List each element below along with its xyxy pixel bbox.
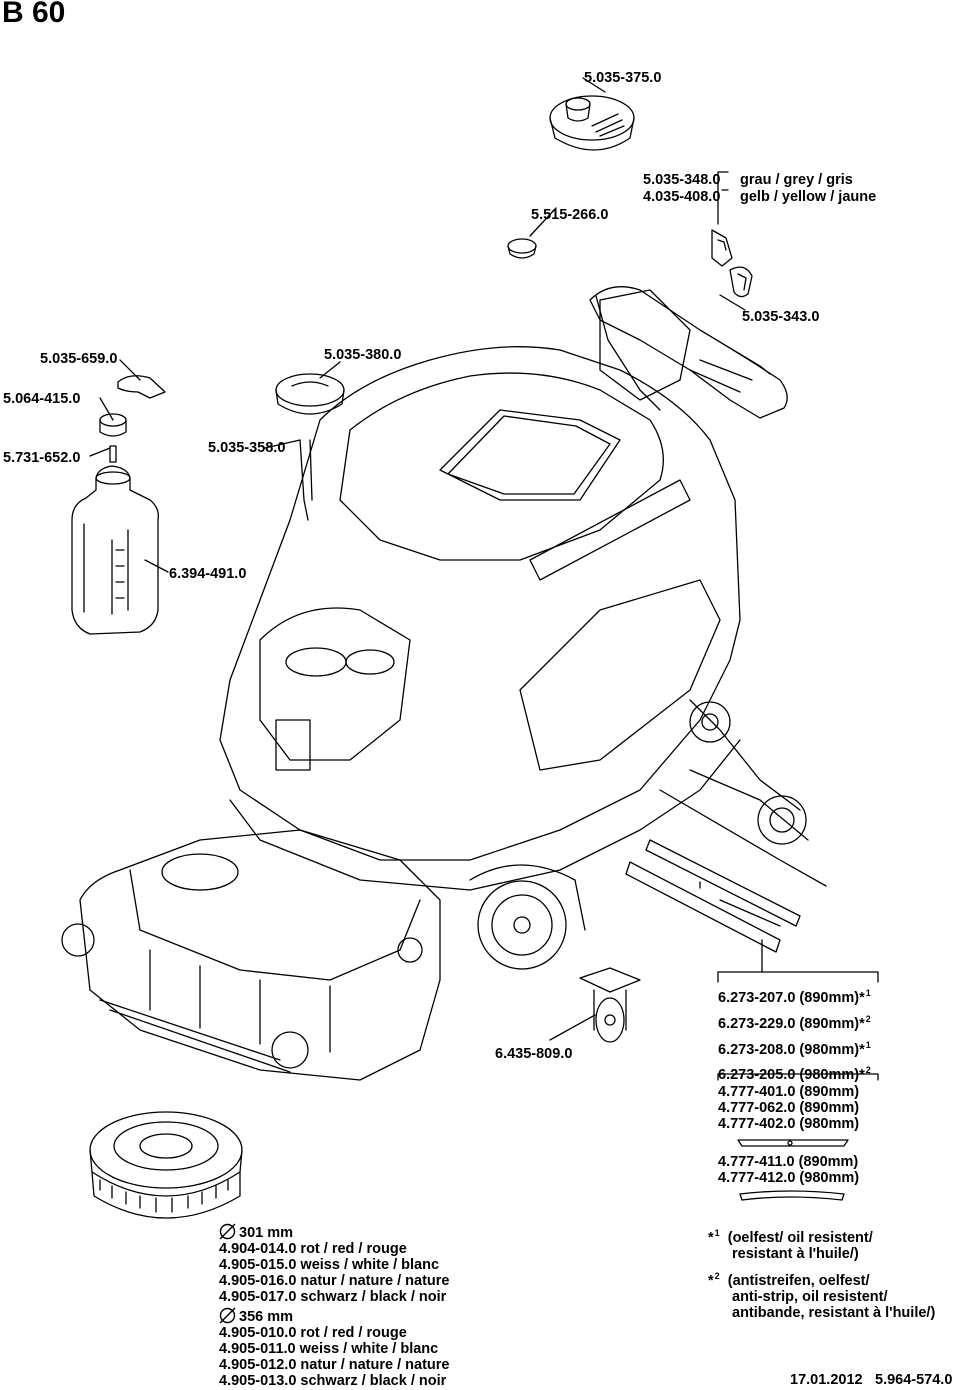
brush-item: 4.905-011.0 weiss / white / blanc (219, 1341, 439, 1357)
footnote-2-cont: anti-strip, oil resistent/ (732, 1288, 888, 1305)
squeegee-item: 4.777-062.0 (890mm) (718, 1100, 860, 1116)
footnote-2-cont: antibande, resistant à l'huile/) (732, 1304, 936, 1321)
page-title: B 60 (2, 0, 66, 29)
part-label: 5.064-415.0 (3, 391, 81, 407)
brush-item: 4.905-016.0 natur / nature / nature (219, 1273, 450, 1289)
footnote-2: *2 (antistreifen, oelfest/ (708, 1270, 870, 1289)
scrubber-machine-body (61, 286, 827, 1081)
part-label: 5.731-652.0 (3, 450, 81, 466)
squeegee-list-b: 4.777-401.0 (890mm) 4.777-062.0 (890mm) … (718, 1084, 859, 1132)
part-label: 5.515-266.0 (531, 207, 609, 223)
part-label: 5.035-375.0 (584, 70, 662, 86)
brush-item: 4.905-013.0 schwarz / black / noir (219, 1373, 447, 1389)
filter-tray-part (549, 95, 635, 141)
brush-list: 301 mm 4.904-014.0 rot / red / rouge 4.9… (219, 1223, 449, 1389)
part-label: 4.035-408.0 (643, 189, 721, 205)
part-description: grau / grey / gris (740, 172, 853, 188)
squeegee-list-a: 6.273-207.0 (890mm)*1 6.273-229.0 (890mm… (718, 985, 871, 1083)
brush-item: 4.905-017.0 schwarz / black / noir (219, 1289, 447, 1305)
fill-cap-part (275, 373, 345, 407)
footer-date: 17.01.2012 (790, 1372, 863, 1388)
part-label: 5.035-343.0 (742, 309, 820, 325)
detergent-bottle-part (71, 465, 159, 635)
brush-item: 4.905-010.0 rot / red / rouge (219, 1325, 407, 1341)
part-label: 6.394-491.0 (169, 566, 247, 582)
squeegee-list-c: 4.777-411.0 (890mm) 4.777-412.0 (980mm) (718, 1154, 859, 1186)
caster-part (579, 967, 641, 993)
part-label: 5.035-380.0 (324, 347, 402, 363)
key-part (711, 229, 733, 267)
brush-size-356: 356 mm (219, 1307, 449, 1325)
lid-handle-part (117, 375, 166, 399)
squeegee-item: 4.777-412.0 (980mm) (718, 1170, 860, 1186)
squeegee-item: 4.777-411.0 (890mm) (718, 1154, 859, 1170)
part-label: 5.035-348.0 (643, 172, 721, 188)
diameter-icon (219, 1223, 236, 1240)
sieve-part (507, 238, 537, 254)
squeegee-item: 6.273-205.0 (980mm)*2 (718, 1065, 871, 1084)
brush-item: 4.904-014.0 rot / red / rouge (219, 1241, 407, 1257)
diameter-icon (219, 1307, 236, 1324)
footnote-1: *1 (oelfest/ oil resistent/ (708, 1228, 873, 1246)
brush-item: 4.905-015.0 weiss / white / blanc (219, 1257, 440, 1273)
squeegee-blade-a (625, 861, 781, 953)
squeegee-item: 6.273-229.0 (890mm)*2 (718, 1013, 871, 1032)
part-label: 6.435-809.0 (495, 1046, 573, 1062)
squeegee-item: 6.273-208.0 (980mm)*1 (718, 1039, 871, 1058)
footnote-1-cont: resistant à l'huile/) (732, 1245, 859, 1262)
brush-item: 4.905-012.0 natur / nature / nature (219, 1357, 450, 1373)
squeegee-item: 6.273-207.0 (890mm)*1 (718, 988, 871, 1006)
brush-size-301: 301 mm (219, 1223, 449, 1241)
footnotes: *1 (oelfest/ oil resistent/ resistant à … (708, 1225, 935, 1321)
rear-wheel (477, 880, 567, 970)
part-label: 5.035-358.0 (208, 440, 286, 456)
part-description: gelb / yellow / jaune (740, 189, 877, 205)
squeegee-blade-b (645, 839, 801, 927)
part-label: 5.035-659.0 (40, 351, 118, 367)
brush-disc-part (89, 1111, 243, 1219)
squeegee-item: 4.777-401.0 (890mm) (718, 1084, 860, 1100)
footer-doc-number: 5.964-574.0 (875, 1372, 953, 1388)
squeegee-item: 4.777-402.0 (980mm) (718, 1116, 860, 1132)
